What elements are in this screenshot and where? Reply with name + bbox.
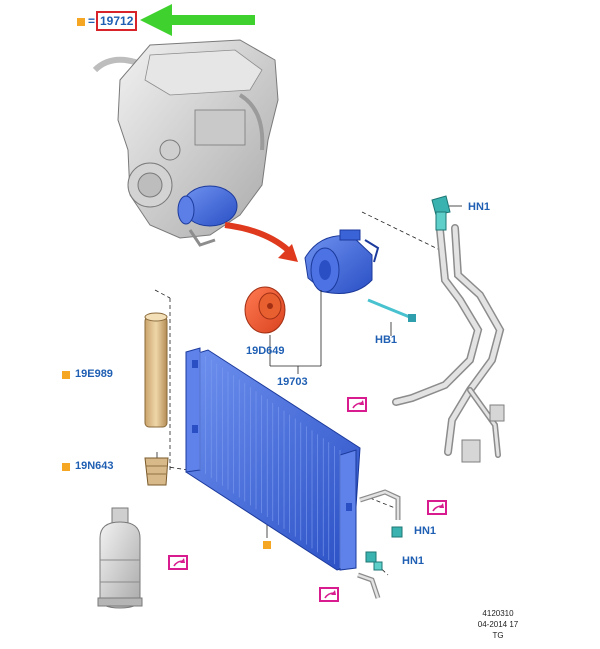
green-arrow	[140, 4, 255, 36]
link-icon-cylinder[interactable]	[168, 555, 188, 570]
red-arrow	[224, 222, 298, 262]
illustration-code: 4120310	[482, 609, 514, 618]
link-arrow-icon	[173, 558, 185, 567]
label-19n643[interactable]: 19N643	[75, 460, 114, 472]
condenser-lines	[357, 489, 403, 599]
key-part-number: 19712	[100, 14, 134, 28]
label-hn1-low[interactable]: HN1	[402, 555, 425, 567]
receiver-dryer	[144, 312, 168, 428]
illustration-initials: TG	[492, 631, 504, 640]
condenser	[185, 347, 361, 571]
engine-block	[92, 39, 279, 247]
callout-marker-19e989	[62, 371, 70, 379]
link-arrow-icon	[352, 400, 364, 409]
callout-marker-key	[77, 18, 85, 26]
link-icon-lines[interactable]	[347, 397, 367, 412]
callout-marker-19n643	[62, 463, 70, 471]
compressor	[304, 229, 380, 294]
link-arrow-icon	[432, 503, 444, 512]
label-19703[interactable]: 19703	[277, 376, 308, 388]
dryer-plug	[144, 457, 169, 486]
bolt	[367, 298, 416, 322]
link-arrow-icon	[324, 590, 336, 599]
label-hn1-top[interactable]: HN1	[468, 201, 491, 213]
key-part-box[interactable]: 19712	[96, 11, 138, 31]
callout-marker-condenser[interactable]	[263, 541, 271, 549]
link-icon-upper-fitting[interactable]	[427, 500, 447, 515]
label-hn1-mid[interactable]: HN1	[414, 525, 437, 537]
label-hb1[interactable]: HB1	[375, 334, 398, 346]
label-19d649[interactable]: 19D649	[246, 345, 285, 357]
condenser-fins	[199, 352, 341, 568]
illustration-date: 04-2014 17	[477, 620, 519, 629]
link-icon-lower-fitting[interactable]	[319, 587, 339, 602]
refrigerant-cylinder	[97, 507, 143, 609]
key-equals: =	[88, 14, 96, 28]
clutch-pulley	[244, 286, 286, 334]
label-19e989[interactable]: 19E989	[75, 368, 113, 380]
service-valve-top	[431, 195, 451, 231]
refrigerant-lines	[392, 224, 505, 463]
